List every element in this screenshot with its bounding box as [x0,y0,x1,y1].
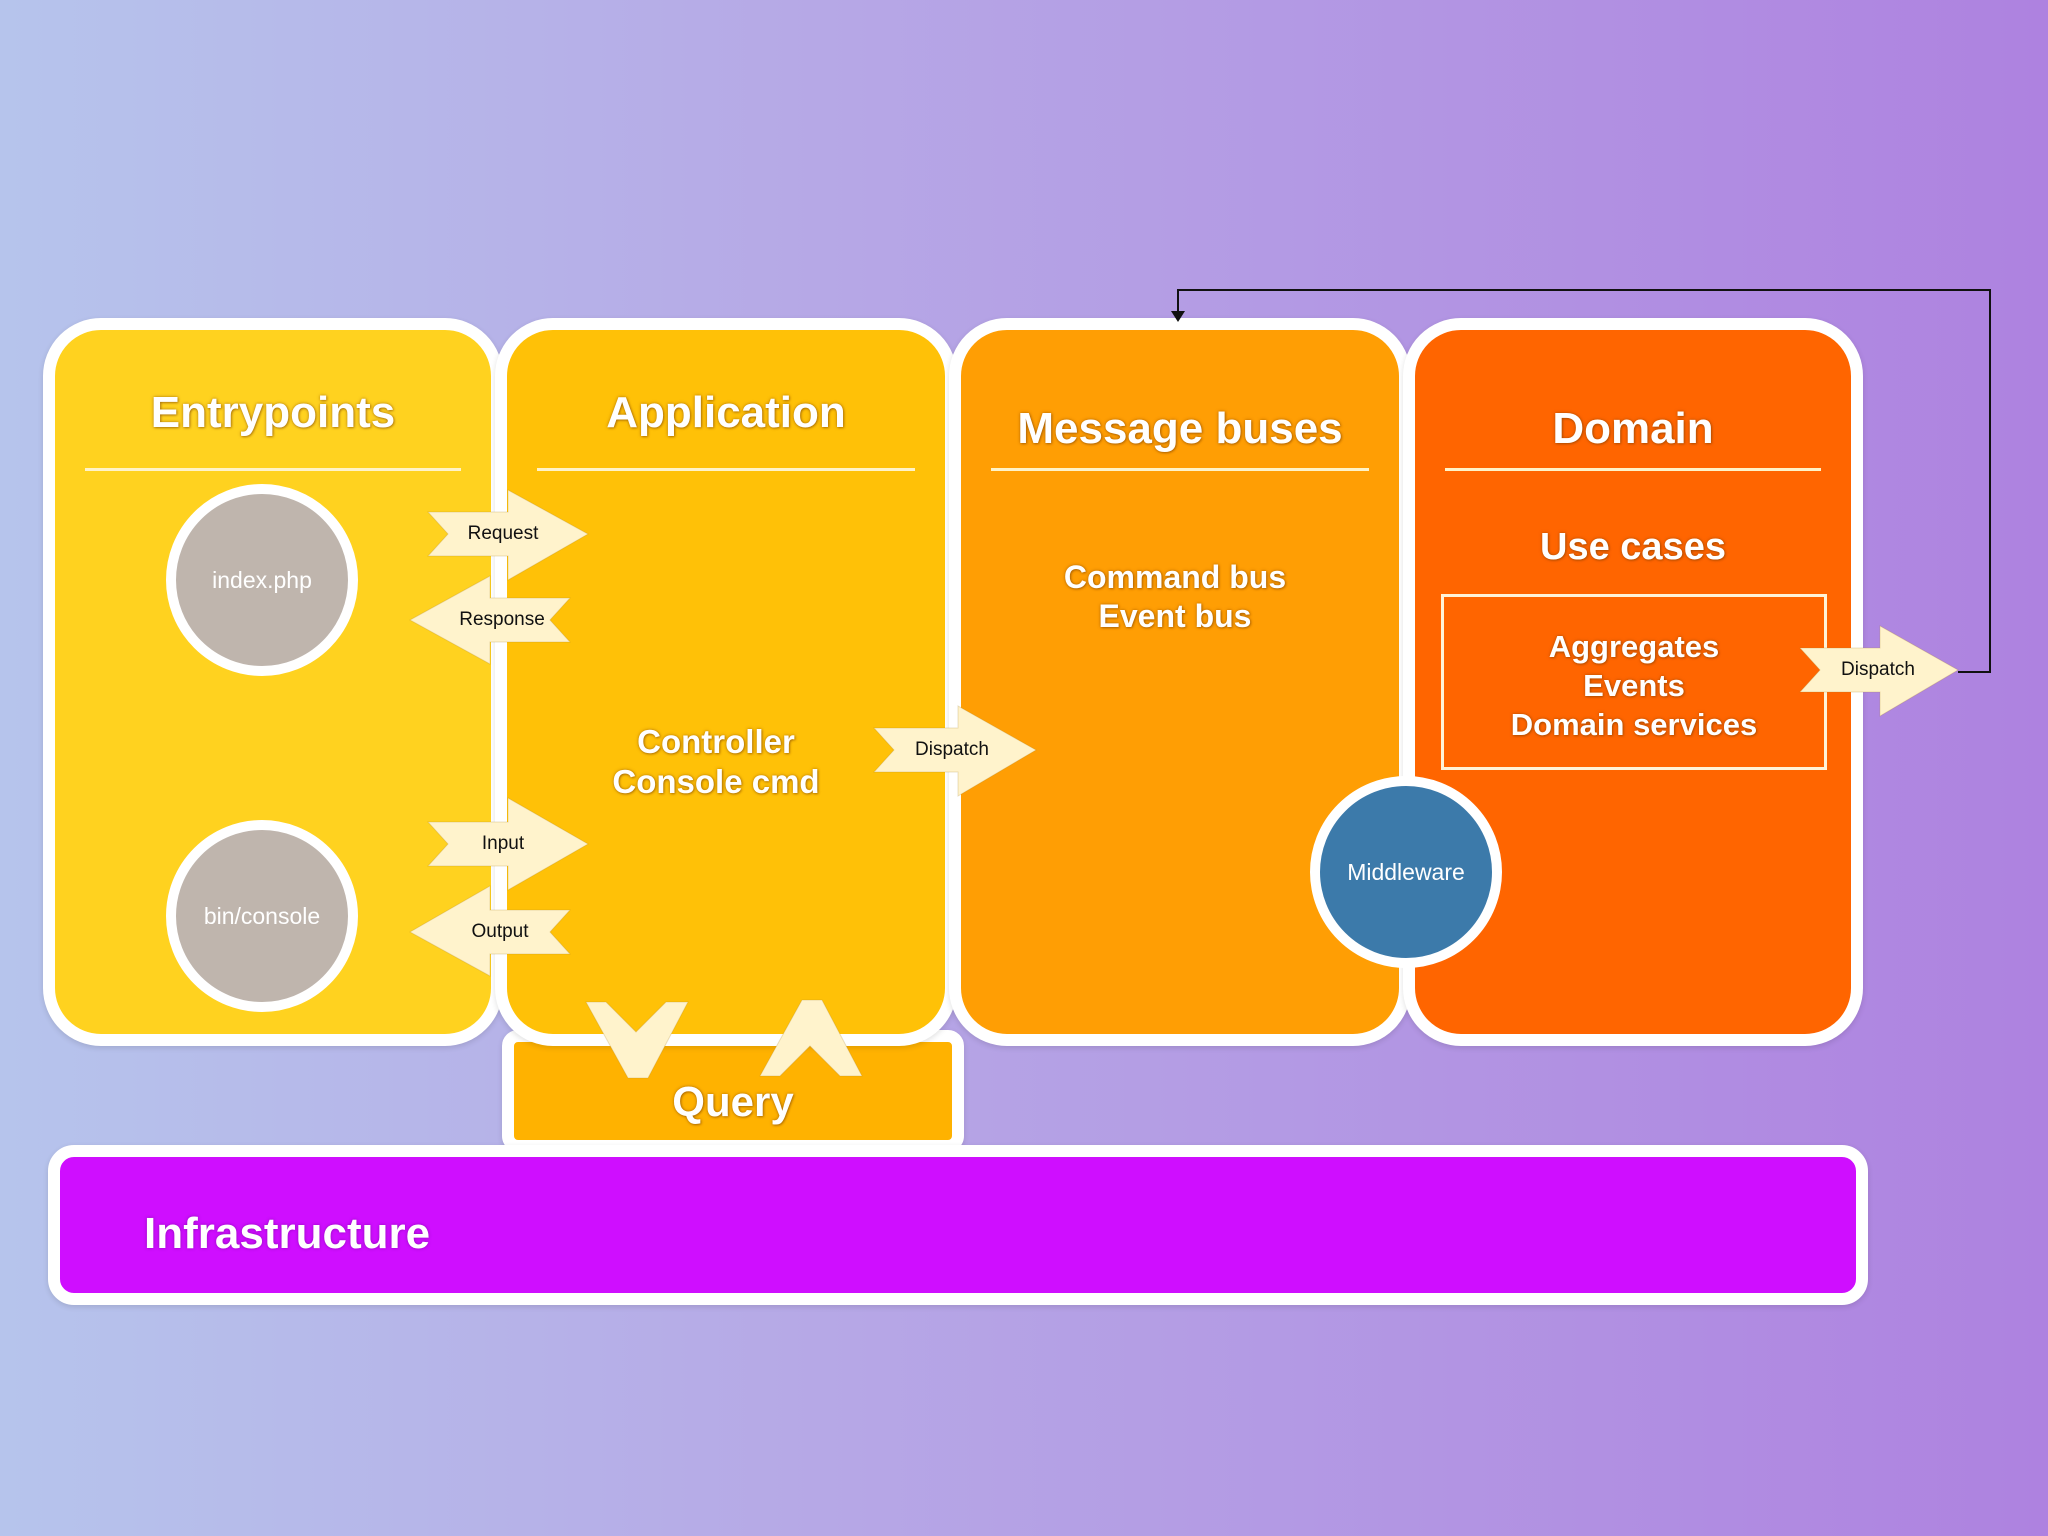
entrypoints-divider [85,468,461,471]
query-label: Query [672,1078,794,1125]
dispatch-domain-label: Dispatch [1841,659,1915,680]
index-php-label: index.php [212,566,312,593]
bin-console-node: bin/console [166,820,358,1012]
domain-divider [1445,468,1821,471]
entrypoints-title: Entrypoints [150,388,396,437]
domain-components: Aggregates Events Domain services [1444,627,1824,744]
dispatch-app-arrow [872,705,1038,797]
input-arrow [426,797,590,891]
index-php-node: index.php [166,484,358,676]
domain-inner-box: Aggregates Events Domain services [1441,594,1827,770]
request-label: Request [467,523,539,544]
application-components: Controller Console cmd [507,722,925,802]
aggregates-label: Aggregates [1548,629,1720,664]
middleware-label: Middleware [1347,858,1465,885]
command-bus-label: Command bus [1063,559,1287,595]
middleware-node: Middleware [1310,776,1502,968]
domain-title: Domain [1552,404,1714,453]
infrastructure-label: Infrastructure [144,1209,431,1258]
controller-label: Controller [637,723,795,760]
use-cases-label: Use cases [1540,526,1726,568]
dispatch-domain-arrow [1798,625,1960,717]
domain-services-label: Domain services [1510,707,1758,742]
event-bus-label: Event bus [1098,598,1252,634]
output-label: Output [471,921,529,942]
feedback-connector [1177,289,1991,673]
response-label: Response [459,609,545,630]
feedback-arrowhead [1171,311,1185,322]
query-down-arrow [585,1001,689,1079]
console-cmd-label: Console cmd [612,763,820,800]
response-arrow [408,575,572,665]
request-arrow [426,489,590,581]
application-title: Application [606,388,846,437]
query-up-arrow [759,999,863,1077]
message-buses-title: Message buses [1017,404,1343,453]
application-divider [537,468,915,471]
output-arrow [408,885,572,977]
bin-console-label: bin/console [203,902,321,929]
message-buses-divider [991,468,1369,471]
query-box: Query [502,1030,964,1152]
application-layer: Application Controller Console cmd [495,318,957,1046]
events-label: Events [1583,668,1685,703]
infrastructure-layer: Infrastructure [48,1145,1868,1305]
input-label: Input [481,833,525,854]
message-buses-components: Command bus Event bus [961,558,1389,636]
dispatch-app-label: Dispatch [915,739,989,760]
